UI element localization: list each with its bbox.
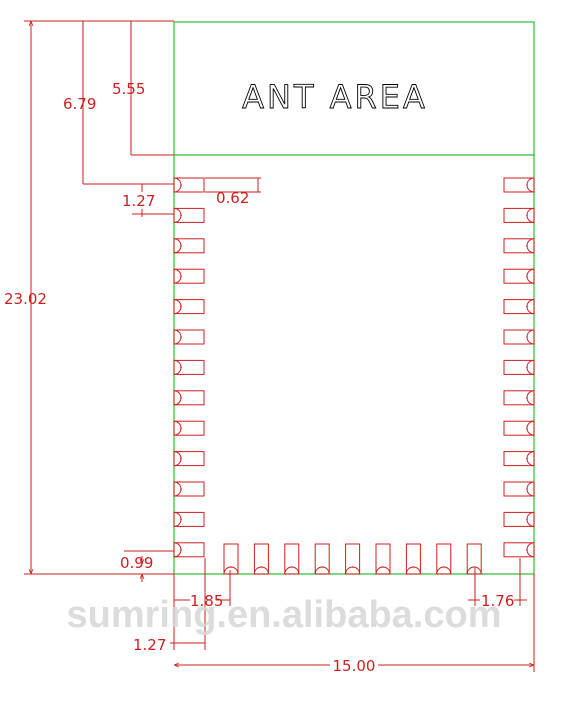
dimension-total-width bbox=[174, 574, 535, 672]
right-pad bbox=[503, 511, 535, 527]
bottom-pad bbox=[345, 543, 361, 575]
dimension-antenna-area-label: 5.55 bbox=[112, 80, 145, 98]
bottom-pad-row bbox=[223, 543, 482, 575]
left-pad bbox=[173, 268, 205, 284]
left-pad bbox=[173, 177, 205, 193]
dimension-antenna-edge bbox=[82, 21, 174, 185]
right-pad bbox=[503, 359, 535, 375]
dimension-total-height-label: 23.02 bbox=[4, 290, 47, 308]
right-pad bbox=[503, 238, 535, 254]
dimension-pad-width-label: 0.62 bbox=[216, 189, 249, 207]
dimension-left-pitch bbox=[132, 184, 174, 217]
dimension-bottom-pitch bbox=[170, 558, 206, 650]
dimension-bottom-offset bbox=[124, 550, 174, 582]
left-pad bbox=[173, 207, 205, 223]
bottom-pad bbox=[284, 543, 300, 575]
dimension-total-height bbox=[24, 20, 174, 575]
right-pad bbox=[503, 268, 535, 284]
dimension-bottom-offset-label: 0.99 bbox=[120, 554, 153, 572]
left-pad bbox=[173, 238, 205, 254]
left-pad bbox=[173, 390, 205, 406]
right-pad bbox=[503, 542, 535, 558]
dimension-bottom-pitch-label: 1.27 bbox=[133, 636, 166, 654]
dimension-total-width-label: 15.00 bbox=[333, 657, 376, 675]
dimension-antenna-edge-label: 6.79 bbox=[63, 95, 96, 113]
dimension-antenna-area bbox=[130, 21, 174, 156]
bottom-pad bbox=[436, 543, 452, 575]
dimension-pad-width bbox=[205, 177, 261, 193]
antenna-area-label: ANT AREA bbox=[242, 78, 428, 116]
left-pad bbox=[173, 481, 205, 497]
right-pad bbox=[503, 481, 535, 497]
bottom-pad bbox=[253, 543, 269, 575]
left-pad bbox=[173, 329, 205, 345]
right-pad bbox=[503, 329, 535, 345]
left-pad bbox=[173, 359, 205, 375]
left-pad bbox=[173, 451, 205, 467]
left-pad bbox=[173, 420, 205, 436]
dimension-bottom-pad-start-label: 1.85 bbox=[190, 592, 223, 610]
bottom-pad bbox=[314, 543, 330, 575]
right-pad bbox=[503, 420, 535, 436]
dimension-right-pad-offset bbox=[468, 558, 527, 606]
right-pad bbox=[503, 207, 535, 223]
right-pad bbox=[503, 451, 535, 467]
left-pad-row bbox=[173, 177, 205, 558]
dimension-right-pad-offset-label: 1.76 bbox=[481, 592, 514, 610]
left-pad bbox=[173, 511, 205, 527]
right-pad-row bbox=[503, 177, 535, 558]
bottom-pad bbox=[375, 543, 391, 575]
left-pad bbox=[173, 299, 205, 315]
bottom-pad bbox=[223, 543, 239, 575]
dimension-left-pitch-label: 1.27 bbox=[122, 192, 155, 210]
right-pad bbox=[503, 177, 535, 193]
bottom-pad bbox=[466, 543, 482, 575]
dimension-bottom-pad-start bbox=[173, 570, 231, 650]
right-pad bbox=[503, 299, 535, 315]
left-pad bbox=[173, 542, 205, 558]
watermark: sumring.en.alibaba.com bbox=[67, 594, 502, 636]
bottom-pad bbox=[405, 543, 421, 575]
right-pad bbox=[503, 390, 535, 406]
